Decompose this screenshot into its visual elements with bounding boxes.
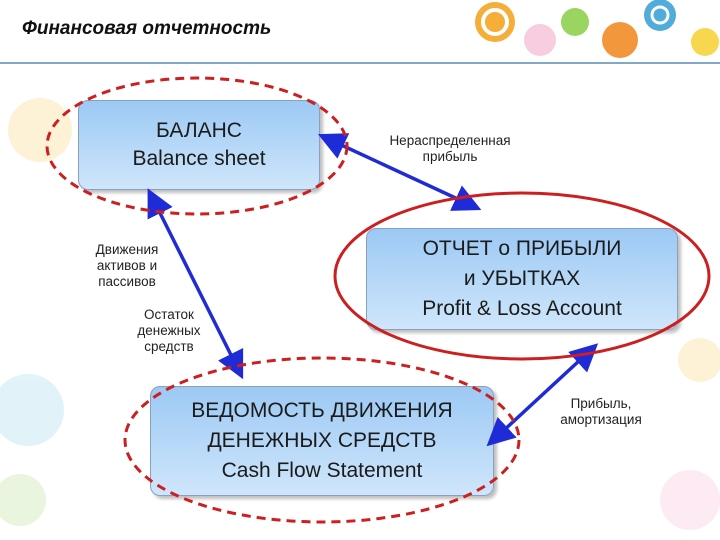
retained-line1: Нераспределенная xyxy=(389,133,511,148)
movements-line2: активов и xyxy=(96,258,158,273)
bg-swirl-pink-icon xyxy=(660,470,720,530)
swirl-pink-icon xyxy=(524,24,556,56)
ellipse-cash xyxy=(123,356,521,524)
profit-line1: Прибыль, xyxy=(570,396,632,411)
ellipse-balance xyxy=(45,76,349,216)
label-cash-balance: Остаток денежных средств xyxy=(126,307,212,355)
bg-swirl-yellow-icon xyxy=(8,98,72,162)
label-asset-movements: Движения активов и пассивов xyxy=(84,242,170,290)
pnl-line3: Profit & Loss Account xyxy=(422,297,622,320)
pnl-line1: ОТЧЕТ о ПРИБЫЛИ xyxy=(422,237,622,260)
swirl-orange-icon xyxy=(475,2,515,42)
label-profit-depreciation: Прибыль, амортизация xyxy=(548,396,654,428)
bg-swirl-blue-icon xyxy=(0,374,64,446)
profit-line2: амортизация xyxy=(560,412,642,427)
cash-line3: Cash Flow Statement xyxy=(221,459,423,482)
cashbal-line2: денежных xyxy=(137,323,201,338)
swirl-blue-icon xyxy=(644,0,676,31)
swirl-orange2-icon xyxy=(602,22,638,58)
cash-line2: ДЕНЕЖНЫХ СРЕДСТВ xyxy=(207,429,437,452)
swirl-green-icon xyxy=(561,8,589,36)
arrow-cash-pnl xyxy=(486,343,599,447)
pnl-line2: и УБЫТКАХ xyxy=(463,267,581,290)
swirl-inner xyxy=(481,8,509,36)
ellipse-pnl xyxy=(333,191,711,361)
movements-line1: Движения xyxy=(95,242,159,257)
title-divider xyxy=(0,62,720,64)
balance-line1: БАЛАНС xyxy=(156,119,242,142)
bg-swirl-yellow2-icon xyxy=(678,338,720,382)
swirl-yellow-icon xyxy=(691,28,719,56)
balance-line2: Balance sheet xyxy=(132,147,266,170)
cashbal-line1: Остаток xyxy=(144,307,194,322)
cash-line1: ВЕДОМОСТЬ ДВИЖЕНИЯ xyxy=(191,399,453,422)
retained-line2: прибыль xyxy=(422,149,478,164)
bg-swirl-green-icon xyxy=(0,474,46,526)
movements-line3: пассивов xyxy=(98,274,156,289)
label-retained-earnings: Нераспределенная прибыль xyxy=(360,133,540,165)
page-title: Финансовая отчетность xyxy=(22,18,272,39)
cash-flow-box: ВЕДОМОСТЬ ДВИЖЕНИЯ ДЕНЕЖНЫХ СРЕДСТВ Cash… xyxy=(150,386,494,496)
cashbal-line3: средств xyxy=(144,339,194,354)
arrow-balance-cash xyxy=(147,188,244,380)
profit-loss-box: ОТЧЕТ о ПРИБЫЛИ и УБЫТКАХ Profit & Loss … xyxy=(366,228,678,330)
swirl-inner2 xyxy=(650,5,670,25)
arrow-balance-pnl xyxy=(317,133,482,211)
balance-sheet-box: БАЛАНС Balance sheet xyxy=(78,100,320,190)
